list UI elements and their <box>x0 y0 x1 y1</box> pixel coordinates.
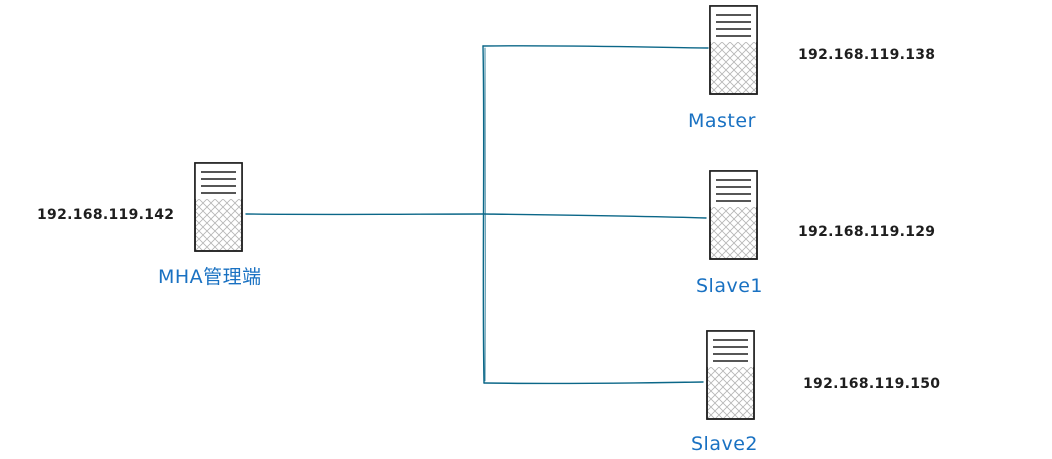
slave1-ip-label: 192.168.119.129 <box>798 224 935 240</box>
slave1-server-icon <box>709 170 758 260</box>
slave2-name-label: Slave2 <box>691 433 758 455</box>
master-server-icon <box>709 5 758 95</box>
backbone-stroke <box>484 47 486 382</box>
slave2-server-icon <box>706 330 755 420</box>
slave1-name-label: Slave1 <box>696 275 763 297</box>
manager-name-label: MHA管理端 <box>158 266 262 288</box>
manager-link <box>245 213 707 219</box>
connections <box>245 45 709 385</box>
master-name-label: Master <box>688 110 756 132</box>
slave2-ip-label: 192.168.119.150 <box>803 376 940 392</box>
backbone-line <box>482 45 485 384</box>
manager-ip-label: 192.168.119.142 <box>37 207 174 223</box>
manager-server-icon <box>194 162 243 252</box>
master-link <box>482 45 709 49</box>
slave2-link <box>483 381 704 385</box>
master-ip-label: 192.168.119.138 <box>798 47 935 63</box>
